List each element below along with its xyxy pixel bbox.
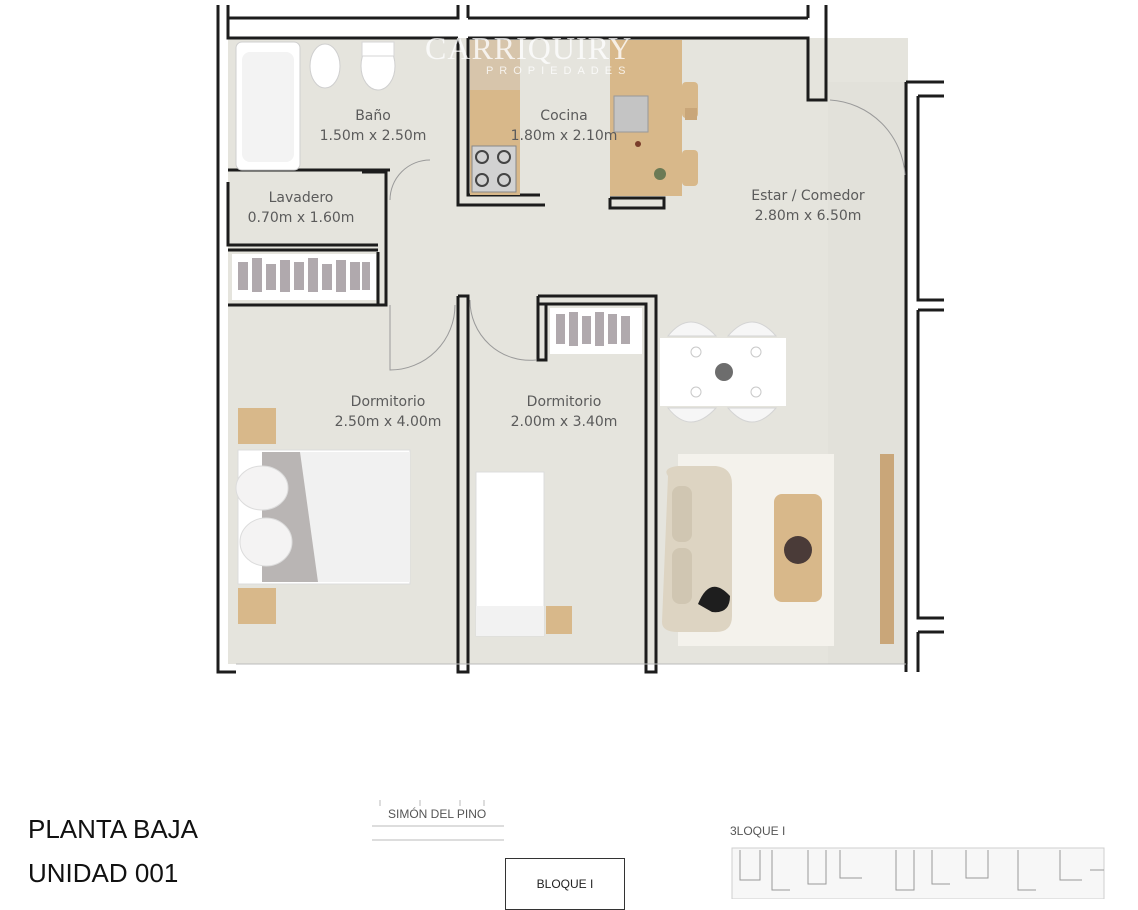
room-name: Cocina bbox=[540, 108, 588, 124]
bidet bbox=[309, 43, 341, 89]
room-label-estar: Estar / Comedor 2.80m x 6.50m bbox=[740, 186, 876, 226]
caption-level: PLANTA BAJA bbox=[28, 814, 199, 844]
tv-cabinet bbox=[880, 454, 894, 644]
nightstand-top bbox=[238, 408, 276, 444]
room-name: Baño bbox=[355, 108, 391, 124]
door-swings bbox=[389, 99, 906, 371]
block-map-label: 3LOQUE I bbox=[730, 824, 786, 838]
block-box: BLOQUE I bbox=[505, 858, 625, 910]
room-label-cocina: Cocina 1.80m x 2.10m bbox=[506, 106, 622, 146]
room-dims: 0.70m x 1.60m bbox=[247, 210, 355, 226]
room-dims: 2.00m x 3.40m bbox=[510, 414, 618, 430]
room-dims: 1.80m x 2.10m bbox=[510, 128, 618, 144]
floor-balcony-edge bbox=[828, 82, 908, 664]
brand-tagline: PROPIEDADES bbox=[485, 65, 632, 77]
room-dims: 2.80m x 6.50m bbox=[754, 208, 862, 224]
room-dims: 2.50m x 4.00m bbox=[334, 414, 442, 430]
site-map bbox=[731, 847, 1105, 899]
nightstand-small bbox=[546, 606, 572, 634]
street-name: SIMÓN DEL PINO bbox=[388, 807, 487, 821]
caption-unit: UNIDAD 001 bbox=[28, 858, 179, 888]
room-dims: 1.50m x 2.50m bbox=[319, 128, 427, 144]
room-name: Lavadero bbox=[268, 190, 334, 206]
room-name: Estar / Comedor bbox=[751, 188, 865, 204]
street-line bbox=[372, 800, 504, 841]
nightstand-bottom bbox=[238, 588, 276, 624]
room-label-dormitorio-2: Dormitorio 2.00m x 3.40m bbox=[506, 392, 622, 432]
room-name: Dormitorio bbox=[526, 394, 602, 410]
walls bbox=[216, 5, 944, 674]
sink bbox=[613, 95, 649, 133]
room-label-bano: Baño 1.50m x 2.50m bbox=[318, 106, 428, 146]
room-label-lavadero: Lavadero 0.70m x 1.60m bbox=[246, 188, 356, 228]
room-name: Dormitorio bbox=[350, 394, 426, 410]
brand-watermark: CARRIQUIRY PROPIEDADES bbox=[425, 30, 632, 77]
room-label-dormitorio-1: Dormitorio 2.50m x 4.00m bbox=[330, 392, 446, 432]
brand-name: CARRIQUIRY bbox=[425, 30, 633, 66]
